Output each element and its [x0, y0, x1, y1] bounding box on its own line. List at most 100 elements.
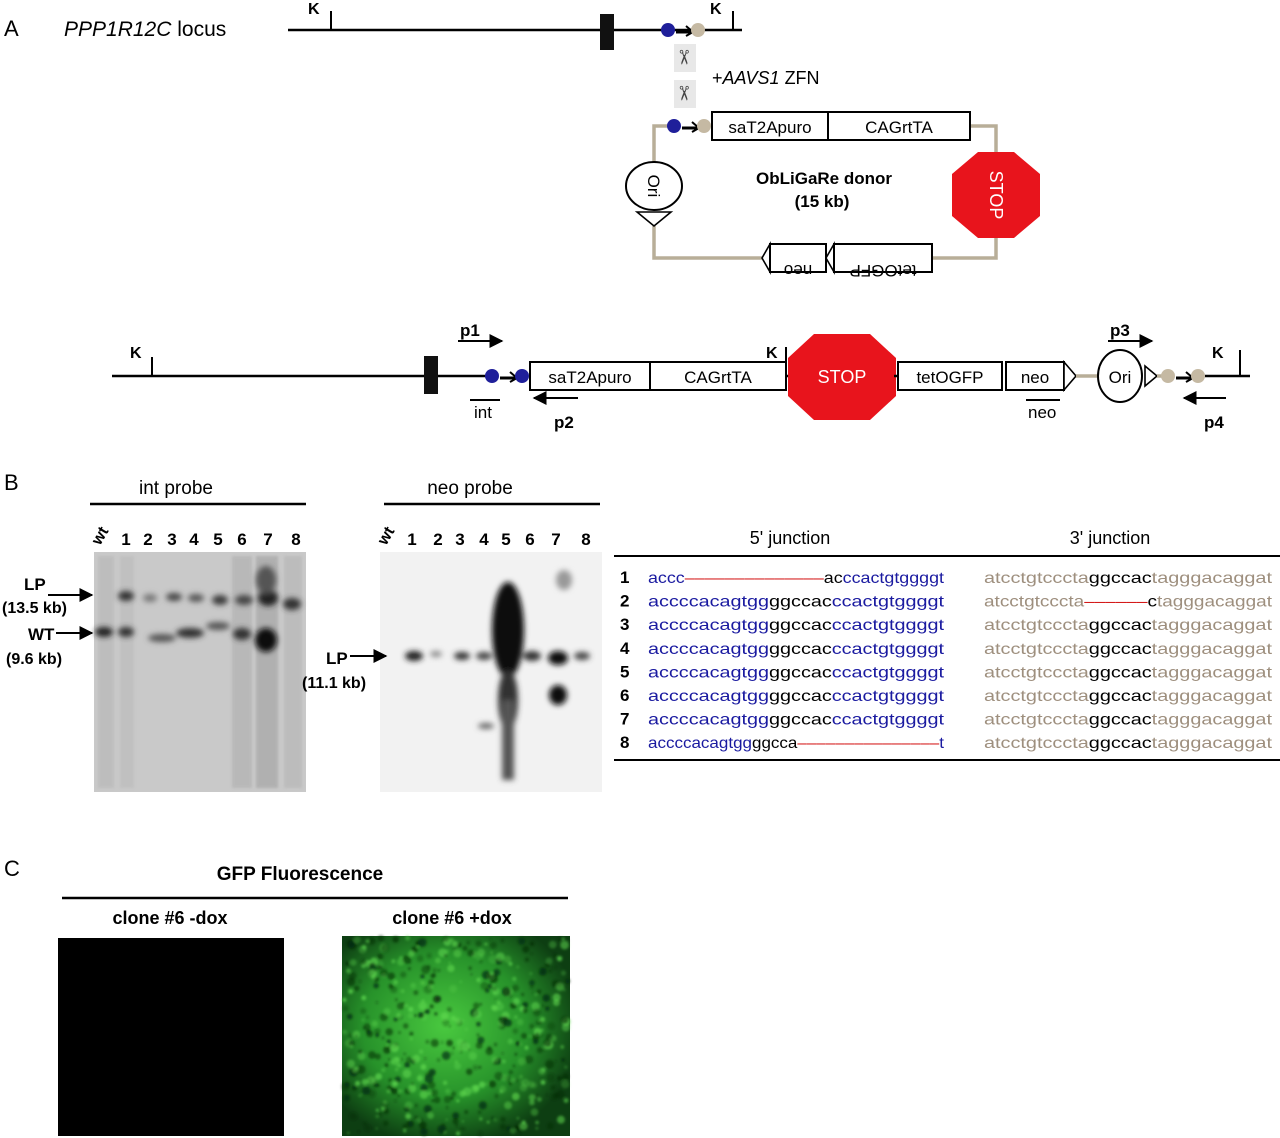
scissors-icon: ✂	[672, 44, 696, 72]
exon-block	[600, 14, 614, 50]
lane-label: 3	[455, 530, 464, 549]
lane-label: wt	[88, 524, 112, 549]
donor-plasmid: saT2Apuro CAGrtTA Ori neo tetOGFP STOP O…	[625, 111, 1040, 280]
int-probe-title: int probe	[139, 478, 213, 499]
lane-label: 6	[237, 530, 246, 549]
stop-octagon	[788, 334, 896, 420]
ori-ellipse	[625, 161, 683, 211]
primers: p1 p2 p3 p4 int neo	[458, 321, 1226, 432]
probe-int-label: int	[474, 403, 492, 422]
locus-label: PPP1R12C locus	[64, 18, 226, 41]
lane-label: 5	[501, 530, 510, 549]
stop-label: STOP	[818, 367, 867, 387]
k-site-label: K	[1212, 345, 1224, 362]
k-site-label: K	[130, 345, 142, 362]
ori-ellipse	[1097, 349, 1143, 403]
CAGrtTA-box	[827, 111, 971, 141]
row-number: 8	[620, 733, 629, 752]
svg-text:✂: ✂	[672, 85, 696, 102]
row-number: 2	[620, 592, 629, 611]
gfp-title: GFP Fluorescence	[217, 864, 384, 885]
blot-neo-probe: LP (11.1 kb)	[302, 552, 602, 792]
tetOGFP-label-donor: tetOGFP	[849, 261, 916, 280]
zfn-label: +AAVS1 ZFN	[712, 68, 820, 88]
lane-label: 3	[167, 530, 176, 549]
row-number: 4	[620, 639, 630, 658]
stop-octagon-donor	[952, 152, 1040, 238]
lane-label: 5	[213, 530, 222, 549]
plus-dox-label: clone #6 +dox	[392, 908, 512, 928]
lane-labels-neo: wt 1 2 3 4 5 6 7 8	[374, 524, 590, 549]
lane-label: 2	[143, 530, 152, 549]
probe-neo-label: neo	[1028, 403, 1056, 422]
ori-label: Ori	[644, 175, 663, 198]
zfn-suffix: ZFN	[780, 68, 820, 88]
lane-label: 4	[479, 530, 489, 549]
donor-size: (15 kb)	[795, 192, 850, 211]
lane-label: 6	[525, 530, 534, 549]
junction3-sequence: atcctgtcccta––––––ctagggacaggat	[984, 594, 1273, 611]
zfn-site-blue	[661, 23, 675, 37]
locus-gene: PPP1R12C	[64, 18, 172, 41]
lane-label: 7	[551, 530, 560, 549]
zfn-gene: AAVS1	[722, 68, 780, 88]
row-number: 3	[620, 615, 629, 634]
exon-block	[424, 356, 438, 394]
saT2Apuro-label: saT2Apuro	[728, 118, 811, 137]
lane-label: 1	[121, 530, 130, 549]
CAGrtTA-box	[649, 361, 787, 391]
saT2Apuro-box	[529, 361, 651, 391]
lane-label: 2	[433, 530, 442, 549]
CAGrtTA-label: CAGrtTA	[684, 368, 752, 387]
lane-label: 8	[291, 530, 300, 549]
panel-c-label: C	[4, 856, 20, 881]
stop-label-donor: STOP	[986, 171, 1006, 220]
neo-probe-title: neo probe	[427, 478, 513, 499]
junction3-title: 3' junction	[1070, 528, 1151, 548]
lane-label: 8	[581, 530, 590, 549]
row-number: 1	[620, 568, 629, 587]
k-site-label: K	[710, 1, 722, 18]
lp2-label: LP	[326, 649, 348, 668]
wt-label: WT	[28, 625, 55, 644]
primer-p1-label: p1	[460, 321, 480, 340]
lp-size: (13.5 kb)	[2, 600, 67, 617]
saT2Apuro-label: saT2Apuro	[548, 368, 631, 387]
svg-text:✂: ✂	[672, 49, 696, 66]
primer-p3-label: p3	[1110, 321, 1130, 340]
lane-labels-int: wt 1 2 3 4 5 6 7 8	[88, 524, 300, 549]
row-number: 5	[620, 662, 629, 681]
tetOGFP-label: tetOGFP	[916, 368, 983, 387]
saT2Apuro-box	[711, 111, 829, 141]
locus-suffix: locus	[171, 18, 226, 41]
k-site-label: K	[308, 1, 320, 18]
neo-box-donor	[769, 243, 827, 273]
plus-dox-image	[341, 934, 571, 1137]
zfn-site-tan	[691, 23, 705, 37]
donor-title: ObLiGaRe donor	[756, 169, 892, 188]
neo-label: neo	[1021, 368, 1049, 387]
lp-label: LP	[24, 575, 46, 594]
primer-p2-label: p2	[554, 413, 574, 432]
tetOGFP-box-donor	[833, 243, 933, 273]
loxp-triangle	[634, 211, 674, 228]
neo-label-donor: neo	[784, 261, 812, 280]
lane-label: wt	[374, 524, 398, 549]
tetOGFP-box	[897, 361, 1003, 391]
blot-int-markers: LP (13.5 kb) WT (9.6 kb)	[2, 575, 94, 668]
k-site-label: K	[766, 345, 778, 362]
primer-p4-label: p4	[1204, 413, 1224, 432]
